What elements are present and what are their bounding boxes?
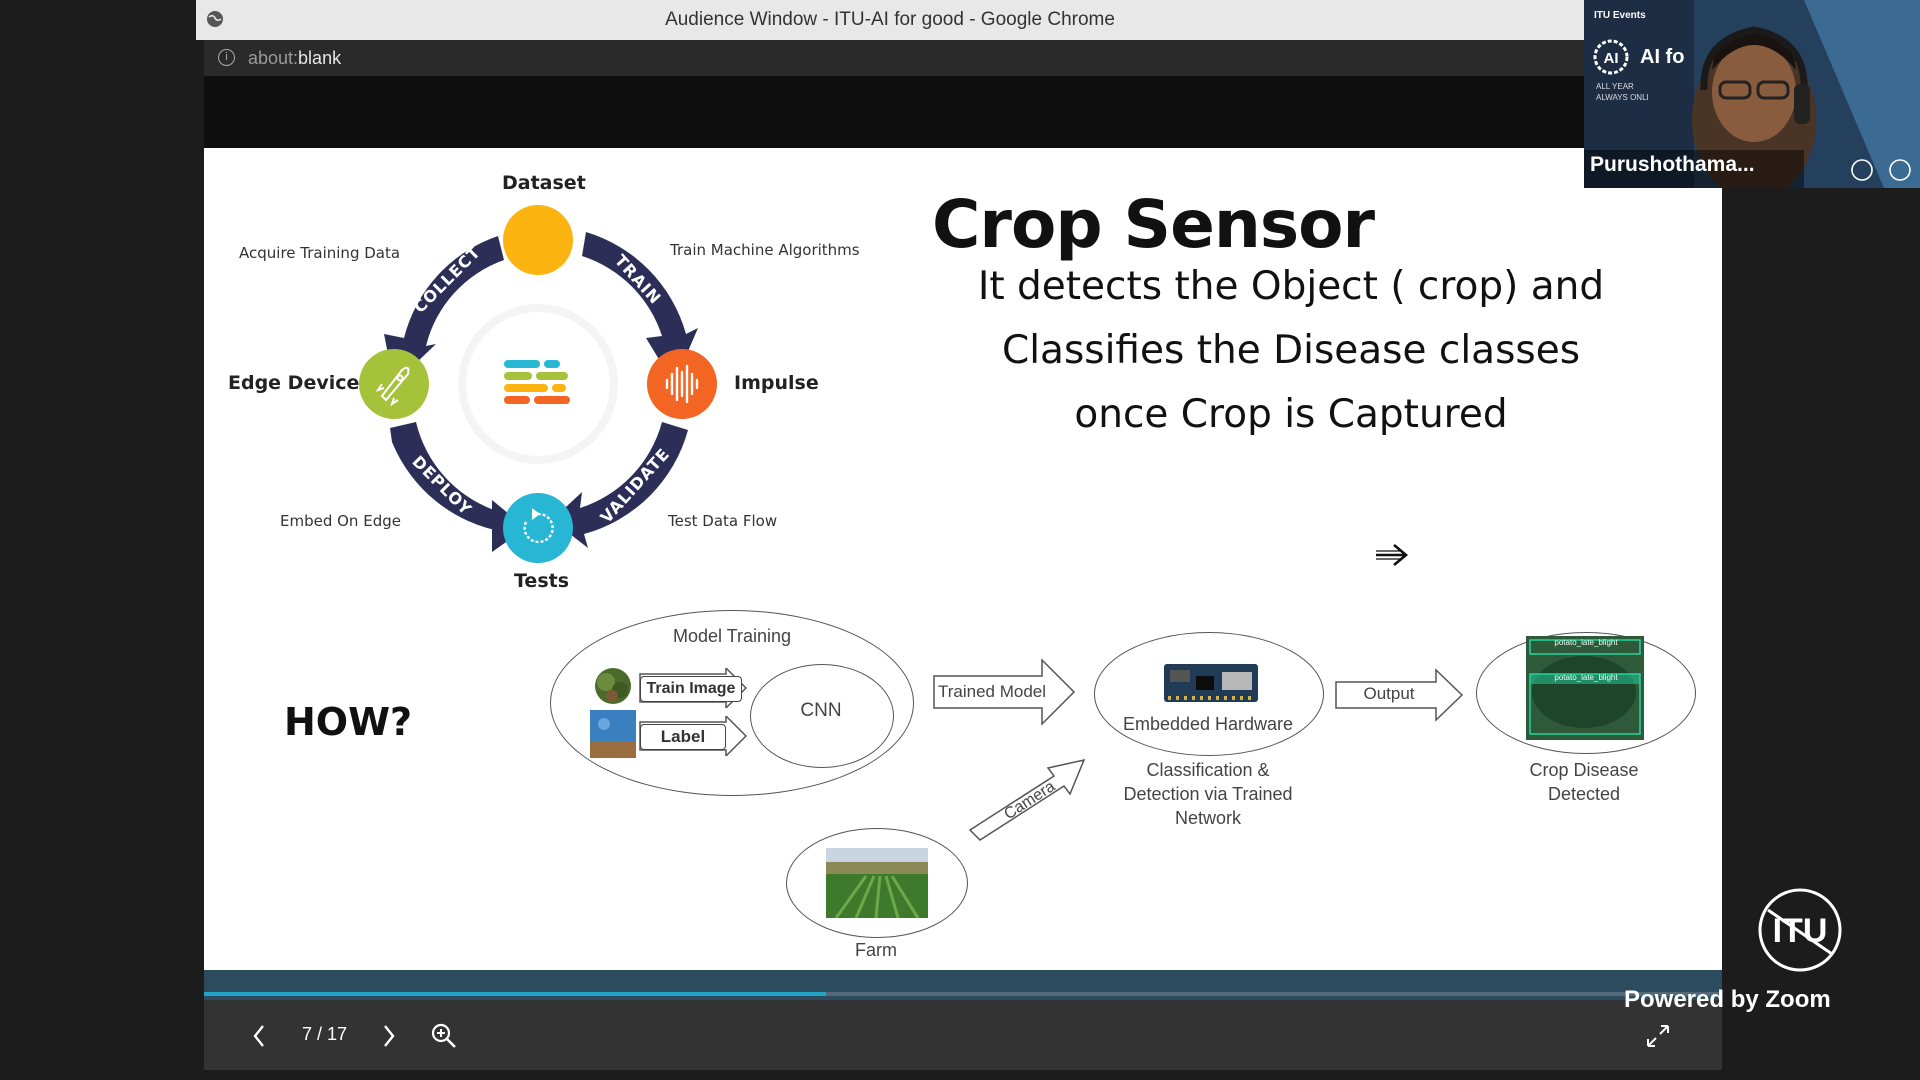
- info-icon[interactable]: i: [218, 49, 235, 66]
- svg-text:AI: AI: [1604, 50, 1619, 67]
- diseased-leaf-image: [1526, 636, 1644, 740]
- how-label: HOW?: [284, 700, 413, 744]
- note-acquire: Acquire Training Data: [239, 244, 401, 262]
- powered-by-zoom: Powered by Zoom: [1624, 986, 1831, 1013]
- crop-disease-text: Crop Disease Detected: [1529, 760, 1639, 804]
- edge-device-node: [359, 349, 429, 419]
- collect-arrow: [384, 236, 504, 384]
- progress-fill: [204, 992, 827, 996]
- content-header-band: [204, 76, 1584, 148]
- classification-text: Classification & Detection via Trained N…: [1123, 760, 1293, 828]
- circuit-board-image: [1164, 664, 1258, 702]
- dataset-node: [503, 205, 573, 275]
- participant-name: Purushothama...: [1590, 153, 1755, 176]
- window-title: Audience Window - ITU-AI for good - Goog…: [665, 9, 1115, 30]
- rocket-icon: [375, 366, 410, 407]
- ai-badge-text: AI fo: [1640, 46, 1685, 68]
- trained-model-arrow: [933, 658, 1076, 726]
- itu-logo: ITU: [1758, 888, 1842, 972]
- detection-box-label-2: potato_late_blight: [1554, 673, 1618, 682]
- tests-label: Tests: [514, 570, 570, 592]
- train-arrow: [582, 232, 698, 384]
- description-line-1: It detects the Object ( crop) and: [977, 264, 1605, 309]
- video-background: [1584, 0, 1920, 188]
- stack-icon: [504, 360, 570, 404]
- chevron-right-icon[interactable]: [382, 1024, 396, 1048]
- embedded-hardware-label: Embedded Hardware: [1122, 714, 1294, 734]
- page-indicator: 7 / 17: [302, 1024, 348, 1044]
- browser-title-bar: Audience Window - ITU-AI for good - Goog…: [196, 0, 1584, 40]
- detection-box-label-1: potato_late_blight: [1554, 638, 1618, 647]
- url-text[interactable]: about:blank: [248, 48, 342, 68]
- badge-sub-2: ALWAYS ONLI: [1596, 93, 1649, 102]
- output-arrow: [1335, 668, 1464, 722]
- badge-sub-1: ALL YEAR: [1596, 82, 1634, 91]
- waveform-icon: [665, 364, 699, 404]
- participant-video-tile[interactable]: ITU Events AI AI fo ALL YEAR ALWAYS ONLI…: [1584, 0, 1920, 188]
- presentation-controls: 7 / 17: [204, 1000, 1722, 1070]
- itu-events-badge: ITU Events: [1594, 10, 1646, 21]
- pointer-arrow-icon: [1376, 544, 1409, 566]
- svg-text:ITU: ITU: [1773, 912, 1828, 950]
- cycle-diagram: [359, 205, 717, 563]
- presentation-slide: COLLECT TRAIN VALIDATE DEPLOY Dataset Im…: [204, 148, 1722, 970]
- zoom-in-icon[interactable]: [430, 1022, 458, 1050]
- leaf-image: [590, 662, 636, 708]
- note-test: Test Data Flow: [668, 512, 778, 530]
- refresh-icon: [523, 508, 554, 544]
- impulse-label: Impulse: [734, 372, 819, 394]
- tests-node: [503, 493, 573, 563]
- dataset-label: Dataset: [502, 172, 586, 194]
- edge-device-label: Edge Device: [228, 372, 360, 394]
- slide-progress-bar: [204, 970, 1722, 1000]
- un-logo-icon: [1851, 159, 1911, 181]
- description-line-2: Classifies the Disease classes: [1001, 328, 1581, 373]
- label-image: [590, 710, 636, 758]
- slide-title: Crop Sensor: [932, 186, 1375, 263]
- description-line-3: once Crop is Captured: [1074, 392, 1508, 437]
- ai-logo-icon: AI: [1593, 39, 1629, 75]
- farm-image: [826, 848, 928, 918]
- output-label: Output: [1363, 684, 1415, 703]
- chevron-left-icon[interactable]: [252, 1024, 266, 1048]
- label-chip: Label: [640, 724, 726, 750]
- model-training-label: Model Training: [672, 626, 792, 646]
- globe-icon: [207, 11, 223, 27]
- cnn-box: [750, 664, 894, 768]
- train-image-chip: Train Image: [640, 676, 742, 702]
- fullscreen-icon[interactable]: [1646, 1024, 1670, 1048]
- farm-label: Farm: [855, 940, 897, 960]
- validate-arrow: [552, 422, 688, 548]
- cnn-label: CNN: [800, 700, 842, 721]
- camera-arrow: [968, 758, 1086, 841]
- note-embed: Embed On Edge: [280, 512, 401, 530]
- trained-model-label: Trained Model: [937, 682, 1047, 701]
- note-train: Train Machine Algorithms: [670, 241, 860, 259]
- address-bar[interactable]: i about:blank: [204, 40, 1584, 76]
